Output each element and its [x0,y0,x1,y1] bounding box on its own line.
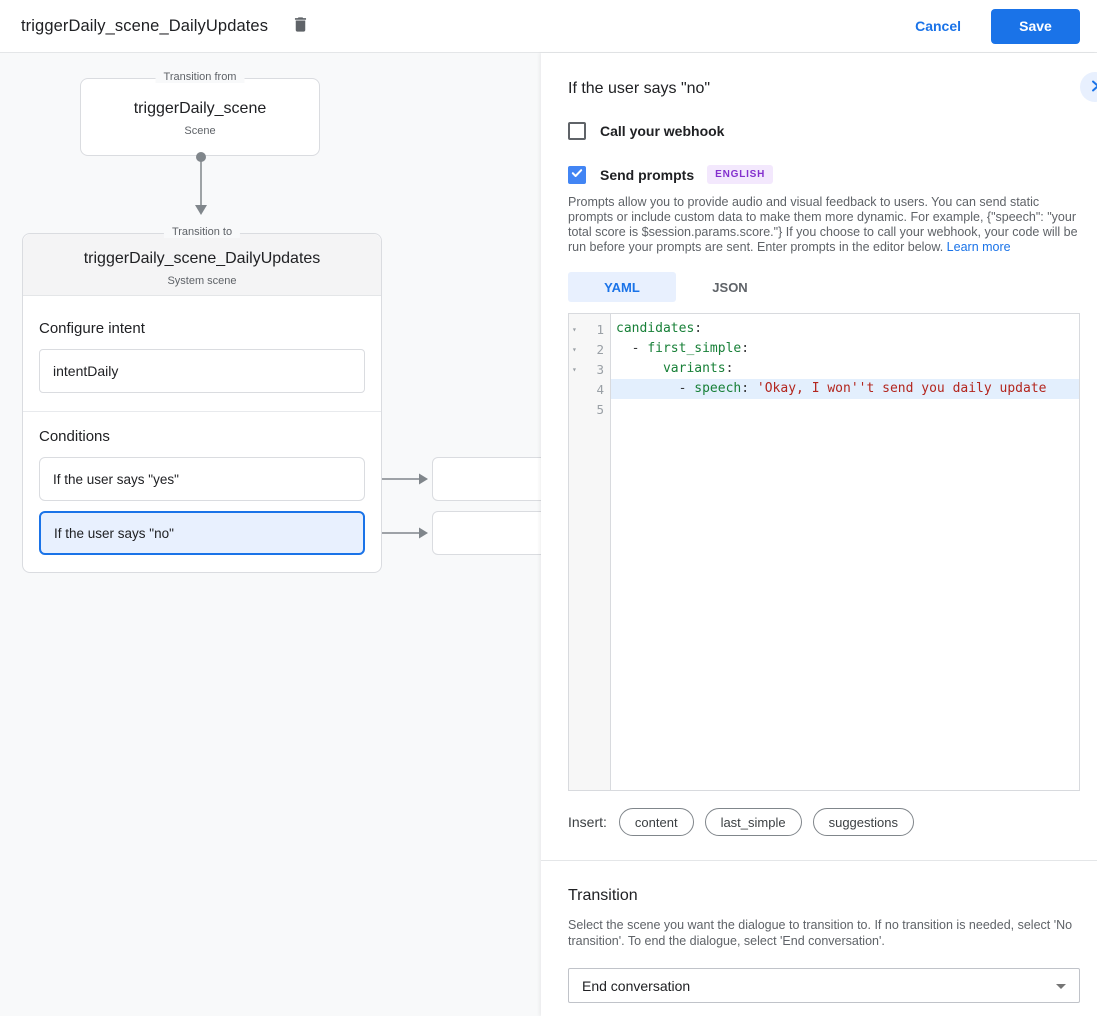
from-node-title: triggerDaily_scene [133,100,267,117]
code-token-plain: : [741,381,757,396]
intent-item[interactable]: intentDaily [39,349,365,393]
code-token-plain: : [725,361,734,376]
code-token-plain: - [616,381,695,396]
transition-select-value: End conversation [582,977,691,994]
code-line-1[interactable]: candidates: [611,319,1079,339]
checkmark-icon [571,166,583,184]
condition-item-yes[interactable]: If the user says "yes" [39,457,365,501]
language-badge: ENGLISH [707,165,774,184]
code-line-2[interactable]: - first_simple: [611,339,1079,359]
transition-description: Select the scene you want the dialogue t… [568,918,1073,948]
fold-arrow-icon[interactable]: ▾ [572,324,577,334]
scene-flow-canvas: Transition from triggerDaily_scene Scene… [0,53,541,1016]
flow-node-transition-to: Transition to triggerDaily_scene_DailyUp… [22,226,382,573]
code-line-4[interactable]: - speech: 'Okay, I won''t send you daily… [611,379,1079,399]
code-line-3[interactable]: variants: [611,359,1079,379]
code-line-5[interactable] [611,399,1079,419]
transition-target-box-2[interactable] [432,511,541,555]
webhook-label: Call your webhook [600,123,725,139]
send-prompts-label: Send prompts [600,166,695,183]
chip-last-simple[interactable]: last_simple [704,808,802,836]
code-token-key: variants [662,361,726,376]
fold-arrow-icon[interactable]: ▾ [572,344,577,354]
line-number: 1 [596,321,604,337]
tab-yaml[interactable]: YAML [568,272,676,302]
transition-select[interactable]: End conversation [568,968,1080,1003]
gutter-line-1[interactable]: ▾1 [569,319,610,339]
delete-button[interactable] [286,12,314,40]
tab-json[interactable]: JSON [712,279,748,295]
transition-from-legend: Transition from [155,71,245,83]
code-token-key: speech [694,381,742,396]
code-token-plain [616,361,663,376]
line-number: 5 [596,401,604,417]
section-divider [541,860,1097,861]
panel-title: If the user says "no" [568,80,711,97]
to-node-subtitle: System scene [167,275,237,287]
condition-editor-panel: If the user says "no" Call your webhook … [541,53,1097,1016]
webhook-row: Call your webhook [568,122,1080,140]
editor-format-tabs: YAML JSON [568,272,1080,302]
fold-arrow-icon[interactable]: ▾ [572,364,577,374]
learn-more-link[interactable]: Learn more [946,240,1011,254]
cancel-button[interactable]: Cancel [915,18,961,34]
insert-label: Insert: [568,814,607,830]
code-token-plain: : [694,321,703,336]
code-token-key: candidates [616,321,695,336]
from-node-subtitle: Scene [184,125,216,137]
save-button[interactable]: Save [991,8,1080,44]
prompts-row: Send prompts ENGLISH [568,165,1080,184]
line-number: 2 [596,341,604,357]
line-number: 3 [596,361,604,377]
flow-node-transition-from[interactable]: Transition from triggerDaily_scene Scene [80,71,320,156]
insert-row: Insert: content last_simple suggestions [568,808,1080,836]
intent-section: Configure intent intentDaily [23,296,381,412]
condition-item-no[interactable]: If the user says "no" [39,511,365,555]
transition-target-box-1[interactable] [432,457,541,501]
trash-icon [291,15,310,37]
code-token-string: 'Okay, I won''t send you daily update [756,381,1047,396]
prompts-description: Prompts allow you to provide audio and v… [568,195,1080,255]
transition-section-title: Transition [568,887,638,904]
gutter-line-3[interactable]: ▾3 [569,359,610,379]
webhook-checkbox[interactable] [568,122,586,140]
editor-code[interactable]: candidates: - first_simple: variants: - … [611,314,1079,790]
page-title: triggerDaily_scene_DailyUpdates [21,16,269,35]
gutter-line-4: 4 [569,379,610,399]
configure-intent-label: Configure intent [39,320,145,337]
conditions-section: Conditions If the user says "yes" If the… [23,412,381,569]
gutter-line-5: 5 [569,399,610,419]
top-bar: triggerDaily_scene_DailyUpdates Cancel S… [0,0,1097,53]
code-token-plain: - [616,341,648,356]
collapse-panel-button[interactable] [1080,72,1097,102]
prompts-description-text: Prompts allow you to provide audio and v… [568,195,1078,254]
send-prompts-checkbox[interactable] [568,165,586,184]
transition-to-legend: Transition to [163,226,241,238]
to-node-header[interactable]: triggerDaily_scene_DailyUpdates System s… [23,234,381,296]
code-token-key: first_simple [647,341,742,356]
dropdown-caret-icon [1056,984,1066,989]
chip-suggestions[interactable]: suggestions [812,808,914,836]
gutter-line-2[interactable]: ▾2 [569,339,610,359]
line-number: 4 [596,381,604,397]
code-token-plain: : [741,341,750,356]
chip-content[interactable]: content [618,808,694,836]
to-node-title: triggerDaily_scene_DailyUpdates [83,250,321,267]
conditions-label: Conditions [39,428,110,445]
chevron-right-icon [1089,80,1097,95]
